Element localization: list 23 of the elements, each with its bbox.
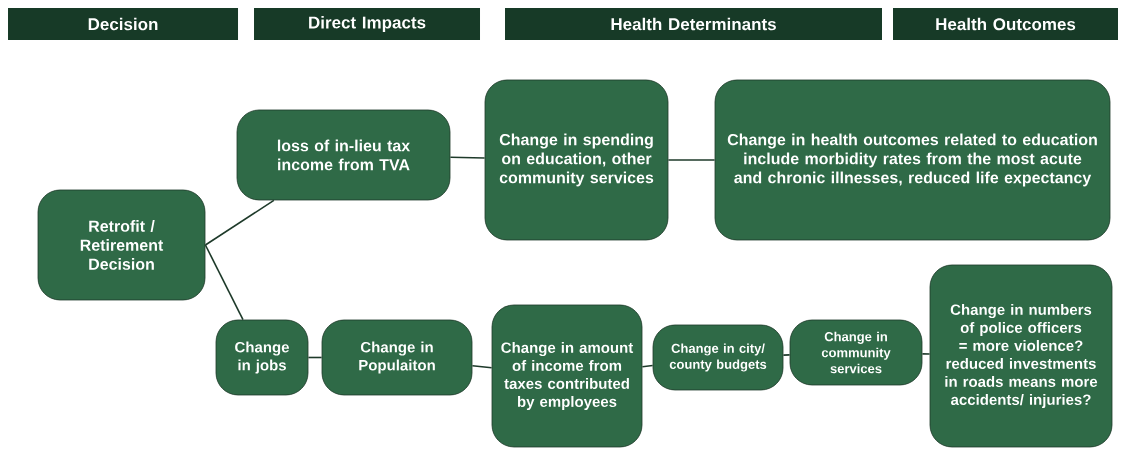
header-band: Direct Impacts <box>254 8 480 40</box>
connector-line <box>471 364 493 369</box>
process-box: Change in community services <box>789 319 923 386</box>
connector-line <box>782 354 791 356</box>
connector-line <box>204 244 244 321</box>
process-box: loss of in-lieu tax income from TVA <box>236 109 451 201</box>
header-band: Decision <box>8 8 238 40</box>
header-band: Health Determinants <box>505 8 882 40</box>
process-box: Change in spending on education, other community services <box>484 79 669 241</box>
header-band: Health Outcomes <box>893 8 1118 40</box>
process-box: Change in numbers of police officers = more violence? reduced investments in roads means more accidents/ injuries? <box>929 264 1113 448</box>
connector-line <box>641 364 654 368</box>
process-box: Change in amount of income from taxes contributed by employees <box>491 304 643 448</box>
connector-line <box>667 159 716 161</box>
process-box: Change in jobs <box>215 319 309 396</box>
process-box: Retrofit / Retirement Decision <box>37 189 206 301</box>
process-box: Change in Populaiton <box>321 319 473 396</box>
process-box: Change in city/ county budgets <box>652 324 784 391</box>
process-box: Change in health outcomes related to education include morbidity rates from the most acute and chronic illnesses, reduced life expectancy <box>714 79 1111 241</box>
connector-line <box>449 156 486 159</box>
connector-line <box>204 199 275 246</box>
connector-line <box>921 353 931 355</box>
connector-line <box>307 356 323 359</box>
